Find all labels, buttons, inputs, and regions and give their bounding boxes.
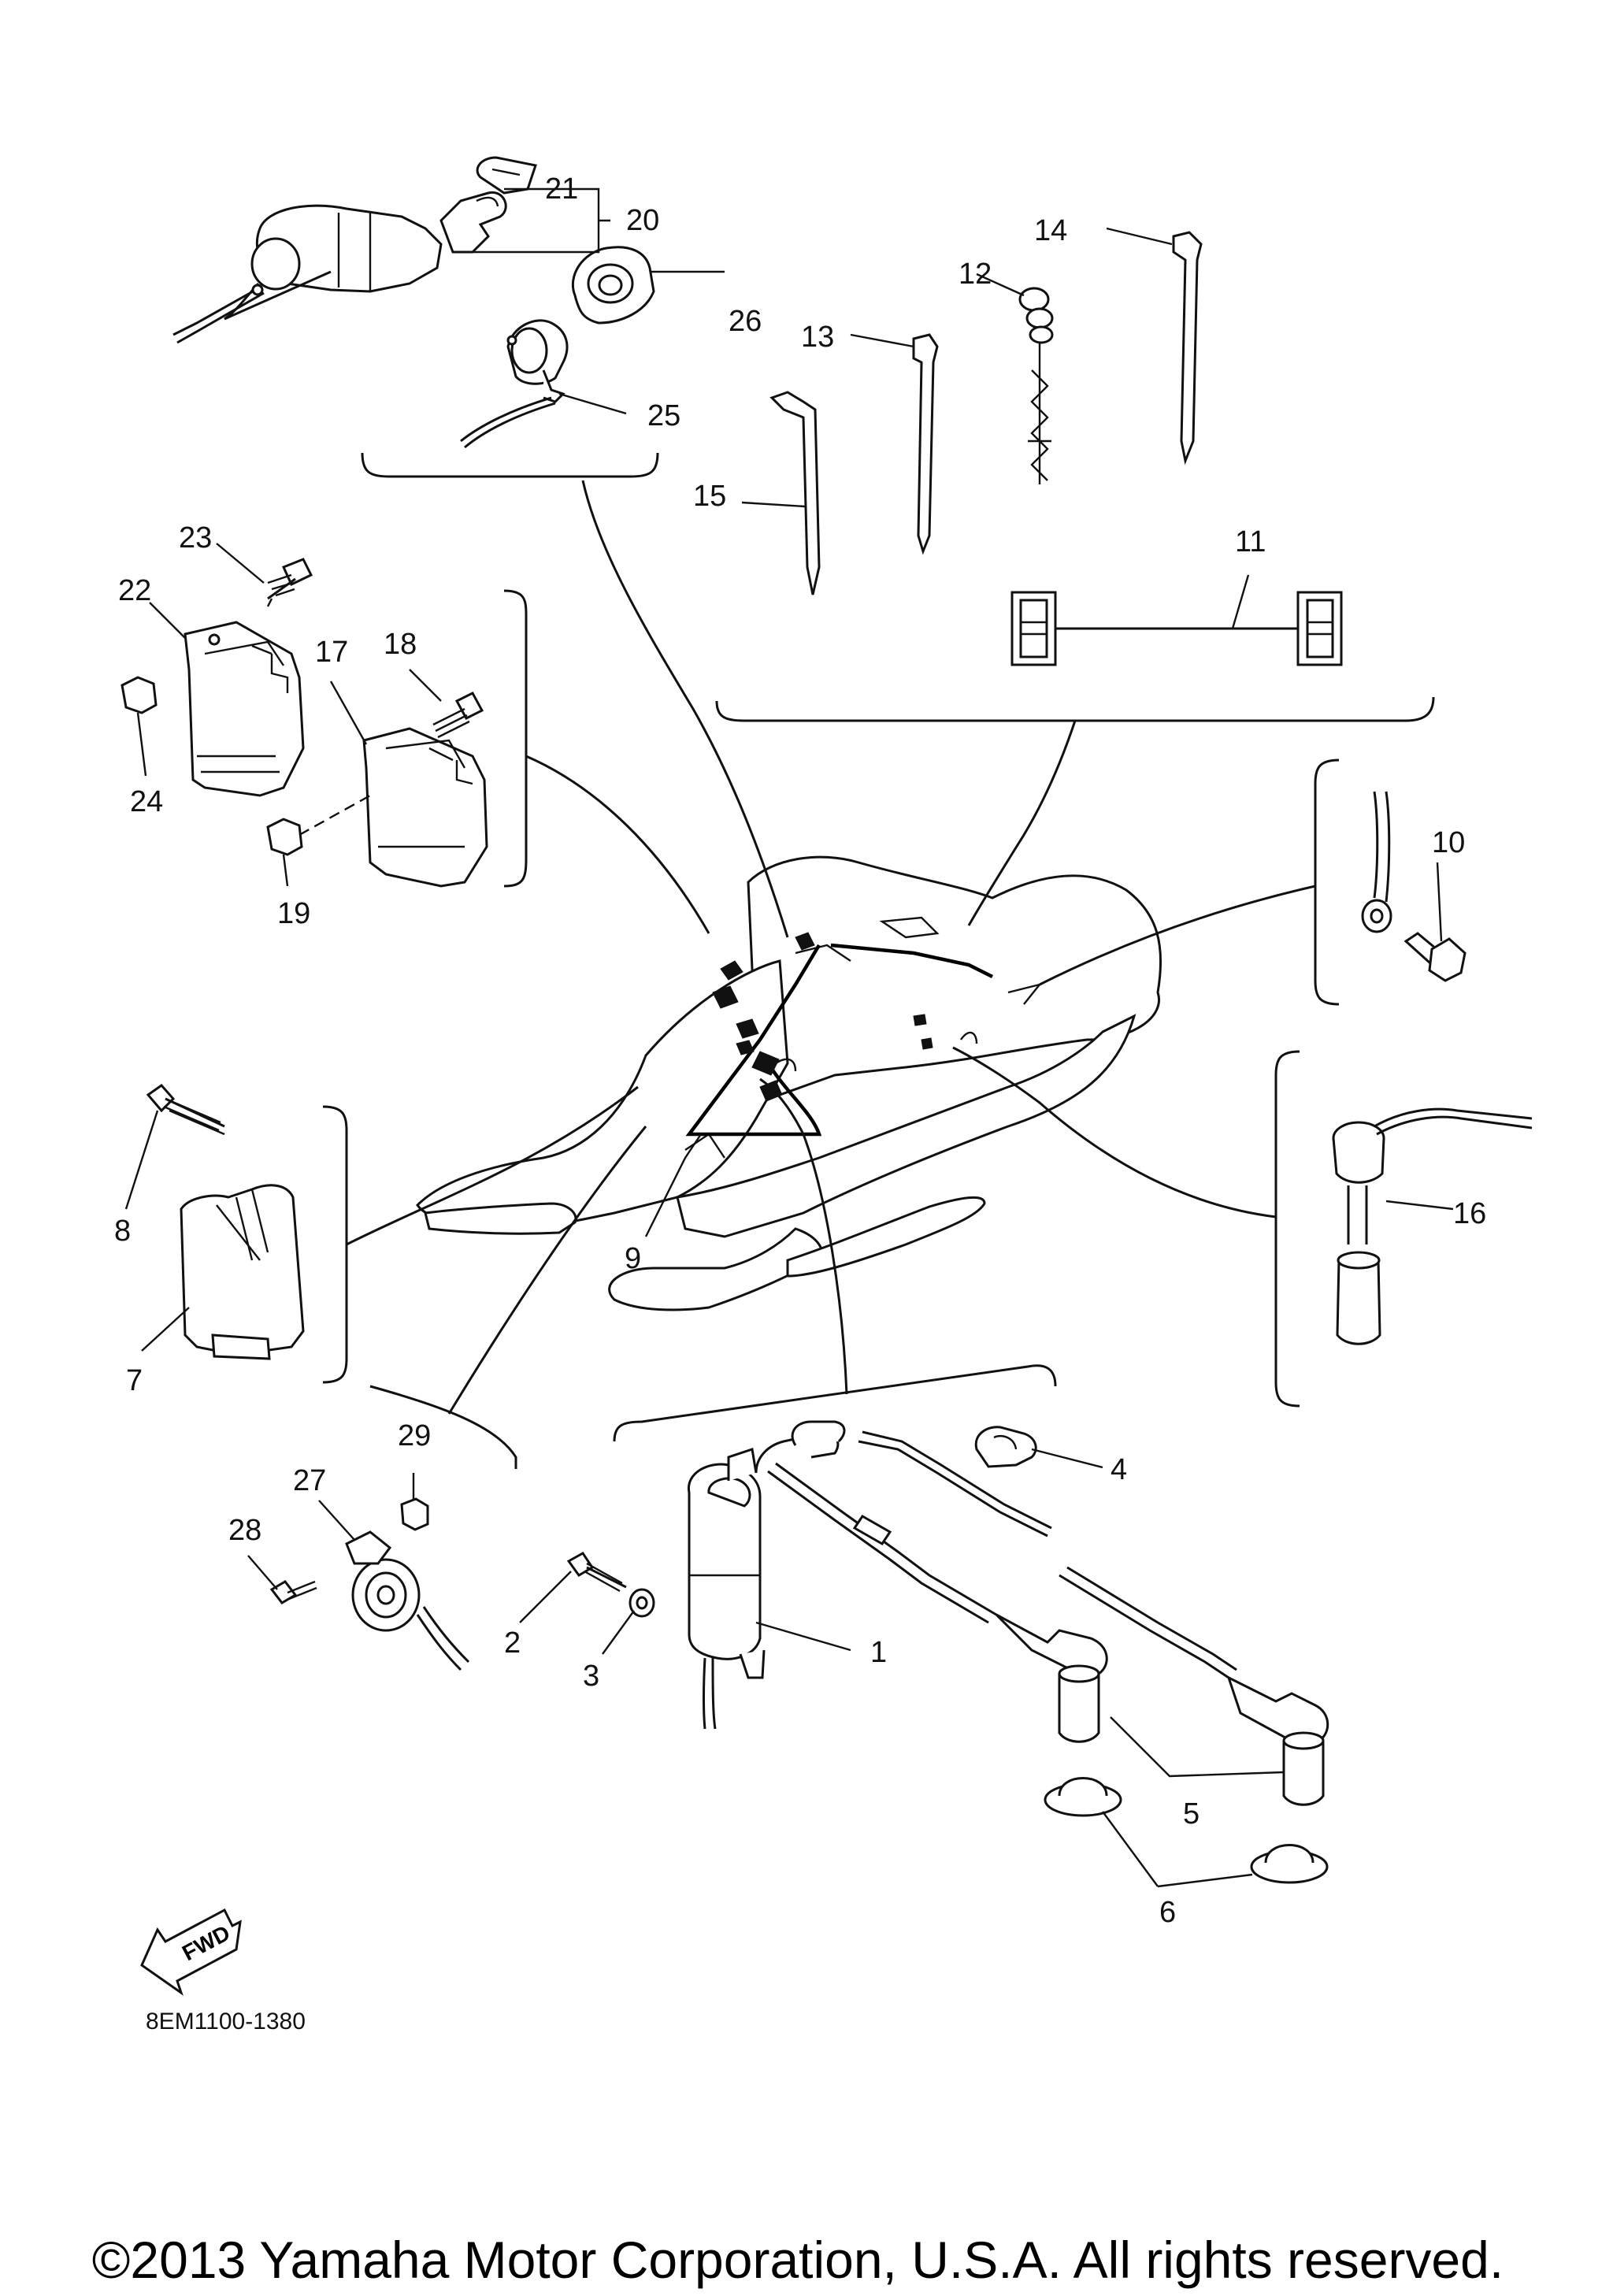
callout-7: 7: [126, 1364, 143, 1397]
callout-17: 17: [315, 636, 348, 669]
callout-18: 18: [384, 628, 417, 661]
callout-numbers: 1 2 3 4 5 6 7 8 9 10 11 12 13 14 15 16 1…: [114, 172, 1486, 1929]
chassis-body: [416, 855, 1162, 1311]
group-brackets: [322, 452, 1435, 1469]
callout-3: 3: [583, 1660, 599, 1693]
callout-28: 28: [228, 1514, 261, 1547]
copyright-notice: ©2013 Yamaha Motor Corporation, U.S.A. A…: [92, 2231, 1504, 2289]
callout-1: 1: [870, 1636, 887, 1669]
callout-leaders: [124, 187, 1454, 1888]
callout-12: 12: [959, 258, 992, 291]
callout-5: 5: [1183, 1797, 1200, 1830]
plug-lead-part: [755, 1420, 1329, 1884]
callout-10: 10: [1432, 826, 1465, 859]
callout-2: 2: [504, 1626, 521, 1660]
lock-nut-part: [571, 246, 655, 325]
callout-4: 4: [1111, 1453, 1127, 1486]
callout-23: 23: [179, 521, 212, 555]
cable-clamp-part: [974, 1426, 1037, 1468]
callout-29: 29: [398, 1419, 431, 1452]
callout-20: 20: [626, 204, 659, 237]
diagram-part-code: 8EM1100-1380: [146, 2009, 306, 2035]
callout-25: 25: [647, 399, 680, 432]
callout-9: 9: [625, 1242, 641, 1275]
callout-21: 21: [545, 172, 578, 206]
wire-harness: [685, 932, 994, 1137]
callout-27: 27: [293, 1464, 326, 1497]
sensor-part: [1332, 1107, 1533, 1345]
callout-6: 6: [1159, 1896, 1176, 1929]
emergency-switch-part: [460, 319, 569, 449]
callout-24: 24: [130, 785, 163, 818]
regulator-unit-part: [266, 692, 488, 888]
callout-13: 13: [801, 321, 834, 354]
callout-8: 8: [114, 1215, 131, 1248]
callout-26: 26: [729, 305, 762, 338]
forward-arrow-icon: FWD: [140, 1908, 242, 1996]
callout-19: 19: [277, 897, 310, 930]
ignitor-unit-part: [146, 1083, 305, 1360]
callout-15: 15: [693, 480, 726, 513]
callout-11: 11: [1235, 525, 1266, 558]
ground-lead-part: [1361, 791, 1467, 982]
callout-22: 22: [118, 574, 151, 607]
wire-lead-part: [1010, 591, 1343, 666]
throttle-switch-part: [269, 1497, 470, 1671]
cdi-unit-part: [121, 558, 313, 797]
callout-14: 14: [1034, 214, 1067, 247]
ignition-coil-part: [566, 1448, 766, 1730]
clamp-bands: [769, 231, 1203, 595]
ignition-switch-part: [172, 156, 537, 344]
callout-16: 16: [1453, 1197, 1486, 1230]
